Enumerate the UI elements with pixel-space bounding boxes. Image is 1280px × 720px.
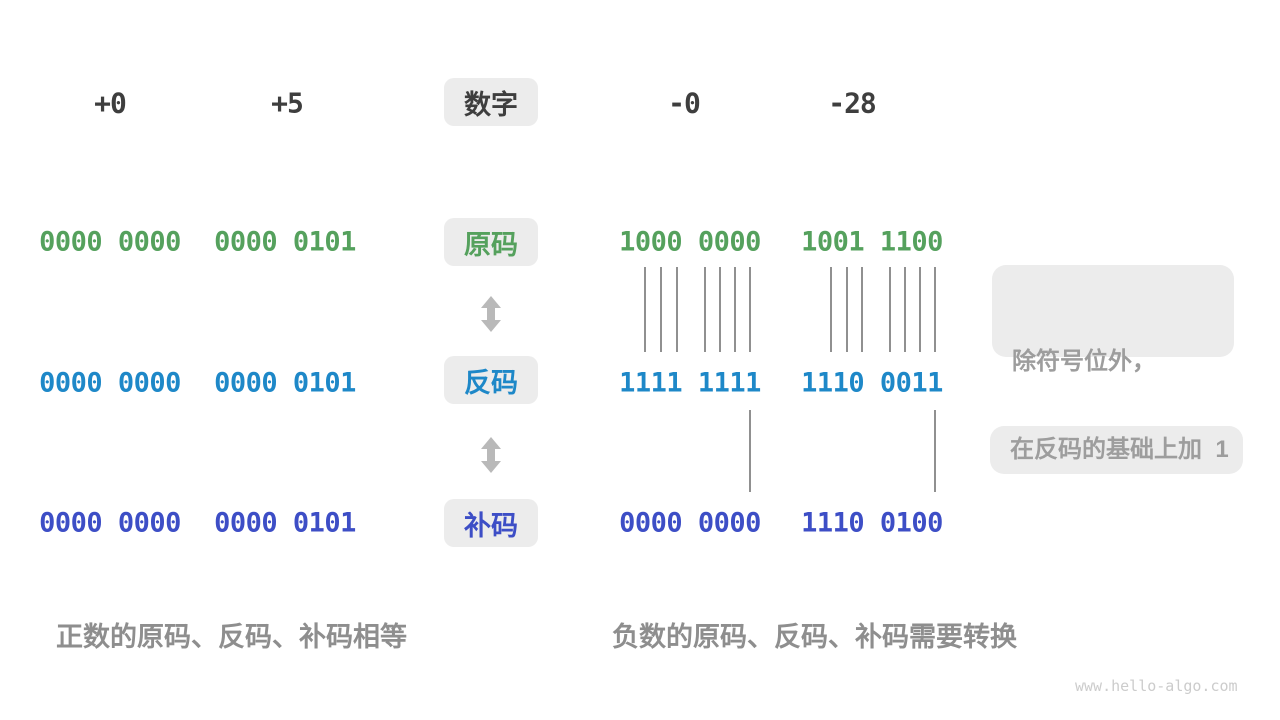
bit-connector-line	[934, 410, 936, 492]
add-one-note: 在反码的基础上加 1	[990, 426, 1243, 474]
ones-complement-neg-zero: 1111 1111	[619, 367, 761, 399]
bit-connector-line	[904, 267, 906, 352]
header-title-label: 数字	[464, 89, 518, 120]
sign-magnitude-pos-five: 0000 0101	[214, 226, 356, 258]
header-title-badge: 数字	[444, 78, 538, 126]
twos-complement-pos-zero: 0000 0000	[39, 507, 181, 539]
bit-connector-line	[719, 267, 721, 352]
bit-connector-line	[734, 267, 736, 352]
bit-connector-line	[919, 267, 921, 352]
bit-connector-line	[749, 410, 751, 492]
bit-connector-line	[644, 267, 646, 352]
ones-complement-pos-zero: 0000 0000	[39, 367, 181, 399]
add-one-note-text: 在反码的基础上加 1	[1010, 436, 1229, 463]
bit-connector-line	[660, 267, 662, 352]
sign-magnitude-label: 原码	[464, 229, 518, 260]
sign-magnitude-badge: 原码	[444, 218, 538, 266]
bit-connector-line	[861, 267, 863, 352]
ones-complement-label: 反码	[464, 367, 518, 398]
sign-magnitude-pos-zero: 0000 0000	[39, 226, 181, 258]
sign-magnitude-neg-twenty-eight: 1001 1100	[801, 226, 943, 258]
header-neg-zero: -0	[668, 86, 701, 120]
bit-connector-line	[704, 267, 706, 352]
invert-bits-note: 除符号位外， 对其余所有位取反	[992, 265, 1234, 477]
bit-connector-line	[830, 267, 832, 352]
bit-connector-line	[934, 267, 936, 352]
twos-complement-neg-zero: 0000 0000	[619, 507, 761, 539]
header-neg-twenty-eight: -28	[828, 86, 877, 120]
sign-magnitude-neg-zero: 1000 0000	[619, 226, 761, 258]
positive-numbers-caption: 正数的原码、反码、补码相等	[56, 622, 407, 652]
bit-connector-line	[749, 267, 751, 352]
header-pos-zero: +0	[94, 86, 127, 120]
twos-complement-label: 补码	[464, 510, 518, 541]
ones-complement-badge: 反码	[444, 356, 538, 404]
twos-complement-pos-five: 0000 0101	[214, 507, 356, 539]
up-down-arrow-icon	[480, 437, 502, 473]
bit-connector-line	[846, 267, 848, 352]
bit-connector-line	[889, 267, 891, 352]
ones-complement-pos-five: 0000 0101	[214, 367, 356, 399]
ones-complement-neg-twenty-eight: 1110 0011	[801, 367, 943, 399]
twos-complement-badge: 补码	[444, 499, 538, 547]
watermark: www.hello-algo.com	[1075, 677, 1238, 695]
up-down-arrow-icon	[480, 296, 502, 332]
negative-numbers-caption: 负数的原码、反码、补码需要转换	[612, 622, 1017, 652]
bit-connector-line	[676, 267, 678, 352]
header-pos-five: +5	[271, 86, 304, 120]
twos-complement-neg-twenty-eight: 1110 0100	[801, 507, 943, 539]
invert-bits-note-line1: 除符号位外，	[1012, 348, 1156, 375]
